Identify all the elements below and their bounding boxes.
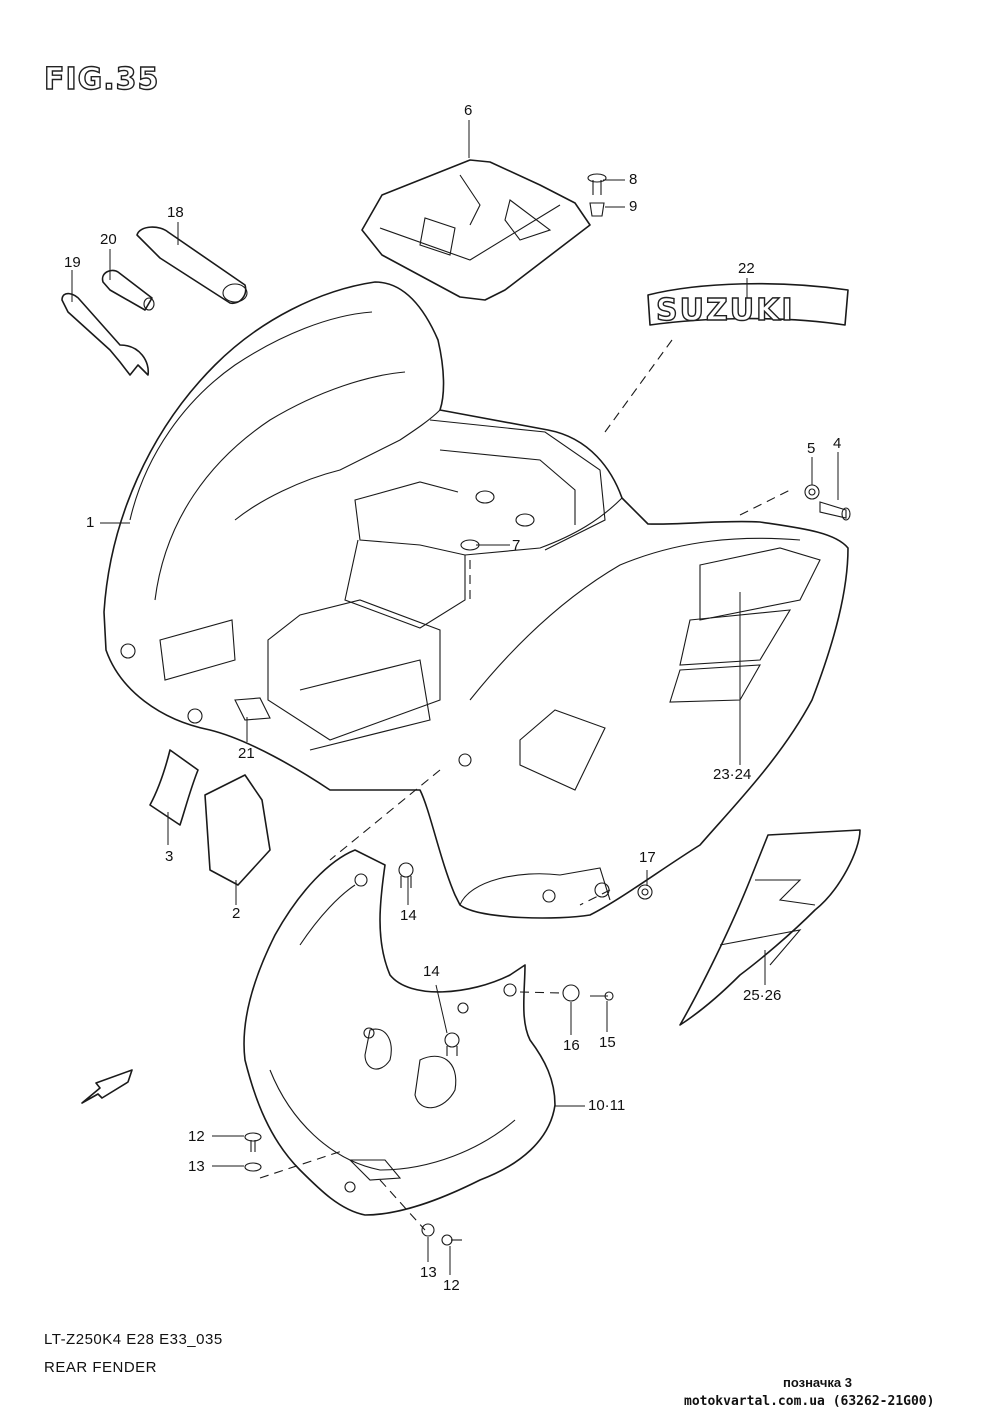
callout-17: 17 — [639, 849, 656, 866]
sheet-3 — [149, 749, 199, 826]
washer-13-right — [421, 1223, 435, 1237]
screw-12-left — [244, 1132, 262, 1152]
bolt-4 — [819, 501, 851, 521]
callout-13-right: 13 — [420, 1264, 437, 1281]
callout-18: 18 — [167, 204, 184, 221]
pad-21 — [234, 697, 271, 721]
callout-2: 2 — [232, 905, 241, 922]
callout-4: 4 — [833, 435, 842, 452]
front-direction-arrow — [81, 1069, 133, 1104]
handle-20 — [101, 269, 155, 311]
callout-15: 15 — [599, 1034, 616, 1051]
washer-13-left — [244, 1162, 262, 1172]
figure-title: FIG.35 — [43, 61, 160, 97]
sheet-2 — [204, 774, 271, 886]
clip-14-upper — [398, 862, 414, 888]
callout-8: 8 — [629, 171, 638, 188]
screw-12-right — [441, 1234, 462, 1246]
marker-label: позначка 3 — [783, 1375, 852, 1390]
callout-14-upper: 14 — [400, 907, 417, 924]
callout-10-11: 10·11 — [588, 1097, 626, 1114]
callout-12-right: 12 — [443, 1277, 460, 1294]
rear-fender-main — [103, 281, 849, 919]
part-name: REAR FENDER — [44, 1359, 158, 1376]
decal-logo-text: SUZUKI — [656, 293, 795, 328]
decal-25-26 — [679, 829, 861, 1026]
callout-6: 6 — [464, 102, 473, 119]
callout-22: 22 — [738, 260, 755, 277]
model-code: LT-Z250K4 E28 E33_035 — [44, 1331, 223, 1348]
callout-9: 9 — [629, 198, 638, 215]
callout-14-lower: 14 — [423, 963, 440, 980]
callout-16: 16 — [563, 1037, 580, 1054]
callout-13-left: 13 — [188, 1158, 205, 1175]
callout-5: 5 — [807, 440, 816, 457]
callout-23-24: 23·24 — [713, 766, 752, 783]
callout-25-26: 25·26 — [743, 987, 782, 1004]
screw-15 — [590, 991, 614, 1001]
callout-20: 20 — [100, 231, 117, 248]
collar-17 — [637, 884, 653, 900]
callout-1: 1 — [86, 514, 95, 531]
mudguard-10-11 — [243, 849, 556, 1216]
callout-19: 19 — [64, 254, 81, 271]
cover-part-6 — [361, 159, 591, 301]
clip-14-lower — [444, 1032, 460, 1056]
callout-3: 3 — [165, 848, 174, 865]
source-watermark: motokvartal.com.ua (63262-21G00) — [684, 1394, 935, 1409]
wrench-19 — [61, 292, 149, 376]
washer-16 — [562, 984, 580, 1002]
leader-lines — [71, 120, 839, 1275]
nut-9 — [589, 202, 605, 217]
callout-12-left: 12 — [188, 1128, 205, 1145]
tool-bag-18 — [136, 226, 248, 305]
suzuki-decal-22: SUZUKI — [604, 282, 849, 433]
bolt-8 — [587, 173, 607, 195]
callout-7: 7 — [512, 537, 521, 554]
callout-21: 21 — [238, 745, 255, 762]
washer-5 — [804, 484, 820, 500]
